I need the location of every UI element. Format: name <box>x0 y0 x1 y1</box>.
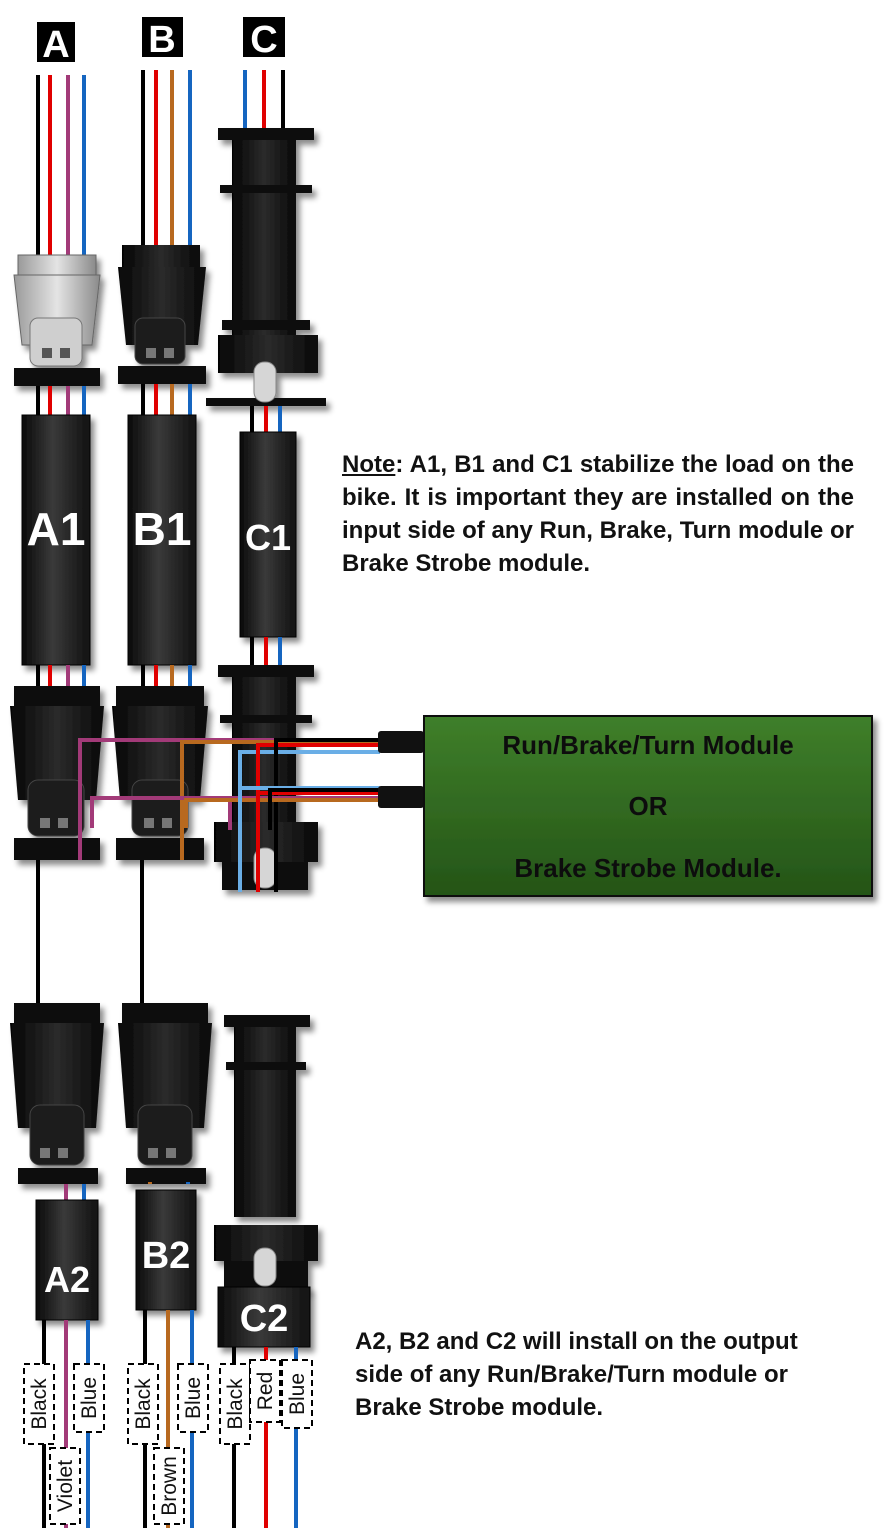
svg-text:C: C <box>250 19 277 61</box>
connector-c-bottom <box>214 1015 318 1291</box>
svg-text:Black: Black <box>28 1378 51 1430</box>
wire-label-b-brown: Brown <box>153 1447 185 1525</box>
svg-text:Black: Black <box>132 1378 155 1430</box>
connector-b-bottom <box>118 1003 212 1184</box>
wires-c-mid-top <box>250 406 282 432</box>
connector-b-top <box>118 245 206 384</box>
wire-label-a-black: Black <box>23 1363 55 1445</box>
harness-c-input-wires <box>243 70 285 130</box>
harness-label-c: C <box>243 17 285 61</box>
connector-b-middle <box>112 686 208 860</box>
svg-text:Brake Strobe Module.: Brake Strobe Module. <box>514 853 781 883</box>
harness-b-input-wires <box>141 70 192 245</box>
routing-wires <box>36 738 382 1003</box>
svg-text:Blue: Blue <box>286 1373 309 1415</box>
svg-text:OR: OR <box>629 791 668 821</box>
input-side-note: Note: A1, B1 and C1 stabilize the load o… <box>342 448 854 580</box>
run-brake-turn-module: Run/Brake/Turn Module OR Brake Strobe Mo… <box>423 715 873 897</box>
svg-text:Red: Red <box>254 1372 277 1411</box>
svg-text:B2: B2 <box>142 1235 191 1277</box>
wire-label-a-violet: Violet <box>49 1447 81 1525</box>
svg-text:B: B <box>148 19 175 61</box>
wires-lower-short <box>64 1182 190 1200</box>
svg-text:Black: Black <box>224 1378 247 1430</box>
connector-c-middle <box>214 665 318 890</box>
wires-a-mid-bottom <box>36 665 86 690</box>
connector-a-bottom <box>10 1003 104 1184</box>
svg-text:Blue: Blue <box>78 1377 101 1419</box>
harness-a-input-wires <box>36 75 86 255</box>
connector-c-top <box>206 128 326 406</box>
svg-text:Run/Brake/Turn Module: Run/Brake/Turn Module <box>502 730 793 760</box>
svg-text:C1: C1 <box>245 517 291 558</box>
svg-text:B1: B1 <box>133 503 192 555</box>
harness-label-b: B <box>142 17 183 61</box>
wires-b-mid-bottom <box>141 665 192 690</box>
module-plug-lower <box>378 786 424 808</box>
svg-text:A1: A1 <box>27 503 86 555</box>
svg-text:C2: C2 <box>240 1298 289 1340</box>
input-note-text: : A1, B1 and C1 stabilize the load on th… <box>342 451 854 578</box>
wires-c-mid-bottom <box>250 637 282 665</box>
module-b2: B2 <box>135 1189 197 1311</box>
svg-text:Brown: Brown <box>158 1456 181 1516</box>
module-c1: C1 <box>239 431 297 638</box>
note-prefix: Note <box>342 451 396 478</box>
wire-label-b-black: Black <box>127 1363 159 1445</box>
module-a1: A1 <box>21 414 91 666</box>
svg-text:A: A <box>42 24 69 66</box>
wire-label-c-black: Black <box>219 1363 251 1445</box>
svg-text:Violet: Violet <box>54 1460 77 1512</box>
module-a2: A2 <box>35 1199 99 1321</box>
wires-a-mid-top <box>36 386 86 415</box>
wire-label-b-blue: Blue <box>177 1363 209 1433</box>
module-plug-upper <box>378 731 424 753</box>
wire-label-a-blue: Blue <box>73 1363 105 1433</box>
harness-label-a: A <box>37 22 75 66</box>
wire-label-c-red: Red <box>249 1359 281 1423</box>
module-c2: C2 <box>217 1286 311 1348</box>
output-side-note: A2, B2 and C2 will install on the output… <box>355 1328 798 1422</box>
svg-text:Blue: Blue <box>182 1377 205 1419</box>
connector-a-top <box>13 254 101 386</box>
module-b1: B1 <box>127 414 197 666</box>
svg-text:A2: A2 <box>44 1259 90 1300</box>
connector-a-middle <box>10 686 104 860</box>
wires-b-mid-top <box>141 384 192 415</box>
wire-label-c-blue: Blue <box>281 1359 313 1429</box>
